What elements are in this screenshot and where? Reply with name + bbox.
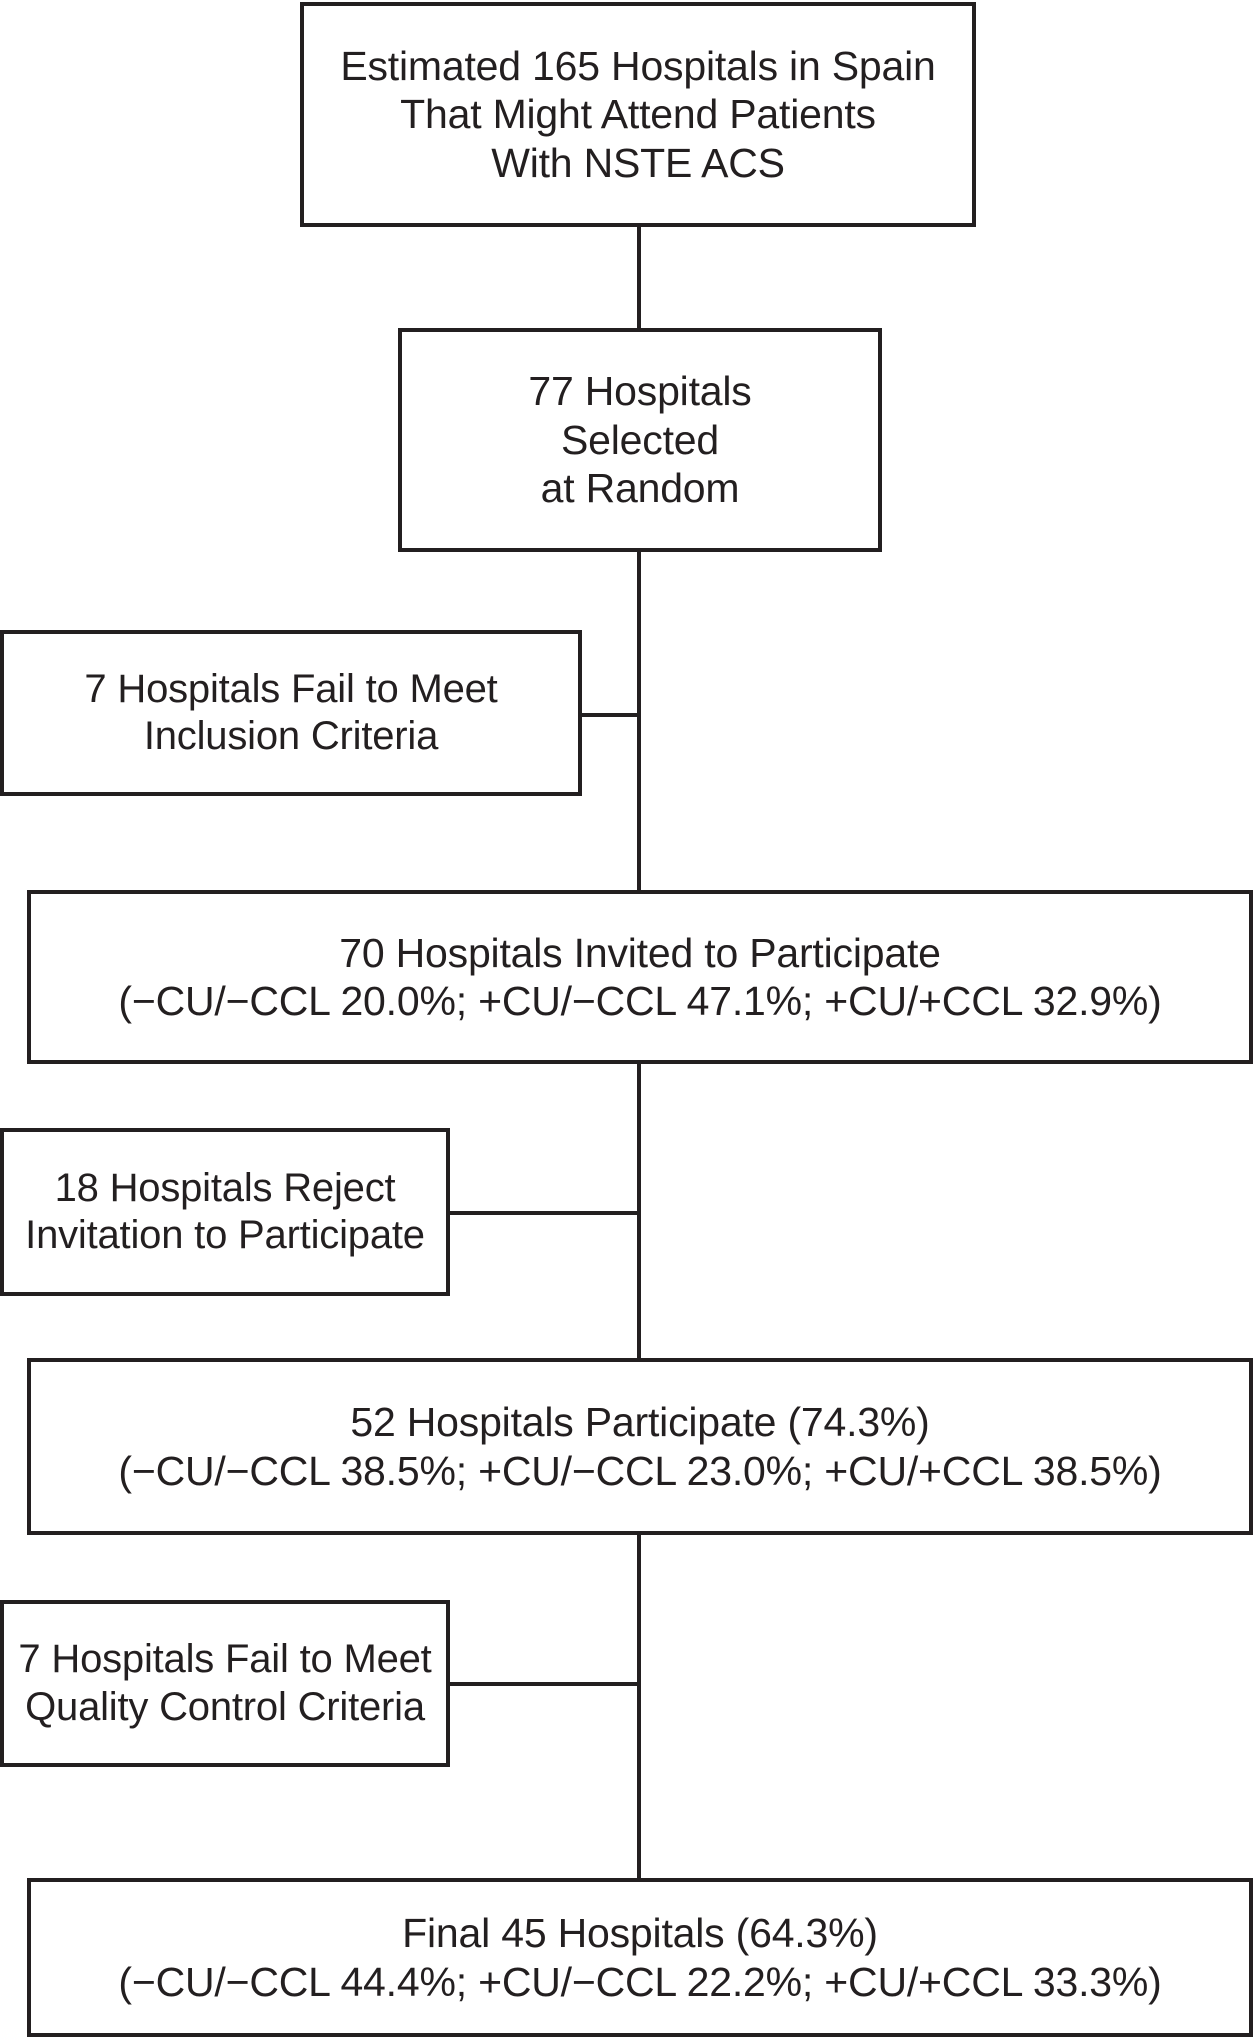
node-fail-quality-control: 7 Hospitals Fail to Meet Quality Control… (0, 1600, 450, 1767)
connector-estimated-to-selected (637, 227, 641, 328)
node-final-hospitals-text: Final 45 Hospitals (64.3%) (−CU/−CCL 44.… (118, 1910, 1162, 2005)
node-selected-at-random-text: 77 Hospitals Selected at Random (528, 368, 752, 512)
connector-reject-branch (448, 1211, 639, 1215)
node-final-hospitals: Final 45 Hospitals (64.3%) (−CU/−CCL 44.… (27, 1878, 1253, 2037)
node-fail-inclusion-criteria: 7 Hospitals Fail to Meet Inclusion Crite… (0, 630, 582, 796)
node-hospitals-participate: 52 Hospitals Participate (74.3%) (−CU/−C… (27, 1358, 1253, 1535)
node-fail-inclusion-criteria-text: 7 Hospitals Fail to Meet Inclusion Crite… (84, 666, 498, 758)
node-fail-quality-control-text: 7 Hospitals Fail to Meet Quality Control… (18, 1637, 432, 1729)
node-estimated-hospitals-text: Estimated 165 Hospitals in Spain That Mi… (340, 42, 936, 186)
connector-participate-to-final (637, 1535, 641, 1878)
connector-fail-quality-branch (448, 1682, 639, 1686)
connector-selected-to-invited (637, 552, 641, 892)
node-hospitals-participate-text: 52 Hospitals Participate (74.3%) (−CU/−C… (118, 1399, 1162, 1494)
node-invited-to-participate-text: 70 Hospitals Invited to Participate (−CU… (118, 929, 1162, 1024)
node-selected-at-random: 77 Hospitals Selected at Random (398, 328, 882, 552)
node-reject-invitation-text: 18 Hospitals Reject Invitation to Partic… (25, 1165, 425, 1257)
node-estimated-hospitals: Estimated 165 Hospitals in Spain That Mi… (300, 2, 976, 227)
node-invited-to-participate: 70 Hospitals Invited to Participate (−CU… (27, 890, 1253, 1064)
connector-fail-inclusion-branch (578, 713, 639, 717)
node-reject-invitation: 18 Hospitals Reject Invitation to Partic… (0, 1128, 450, 1296)
connector-invited-to-participate (637, 1064, 641, 1359)
